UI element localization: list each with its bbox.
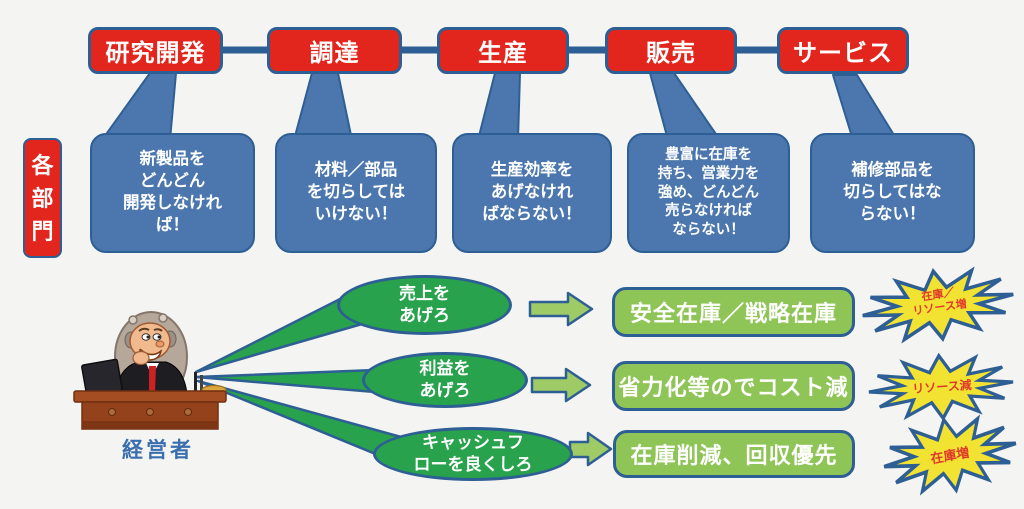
- department-speech-bubble: 補修部品を 切らしてはな らない！: [810, 133, 975, 253]
- bubble-tail: [101, 72, 177, 141]
- department-box-production: 生産: [437, 27, 569, 74]
- demand-ellipse: キャッシュフ ローを良くしろ: [373, 427, 573, 481]
- bubble-tail: [477, 72, 521, 141]
- right-arrow-icon: [528, 291, 594, 327]
- right-arrow-icon: [568, 431, 613, 467]
- consequence-box: 在庫削減、回収優先: [613, 430, 855, 478]
- demand-ellipse: 利益を あげろ: [362, 352, 528, 408]
- bubble-tail: [649, 72, 721, 141]
- department-speech-bubble: 新製品を どんどん 開発しなけれ ば！: [90, 133, 255, 253]
- demand-ellipse: 売上を あげろ: [337, 275, 512, 335]
- department-speech-bubble: 豊富に在庫を 持ち、営業力を 強め、どんどん 売らなければ ならない！: [627, 133, 790, 253]
- consequence-box: 省力化等のでコスト減: [612, 361, 855, 411]
- department-speech-bubble: 材料／部品 を切らしては いけない！: [275, 133, 437, 253]
- department-box-sales: 販売: [605, 27, 737, 74]
- manager-label: 経営者: [122, 439, 194, 462]
- department-box-rnd: 研究開発: [88, 27, 223, 74]
- departments-row-label: 各 部 門: [23, 138, 62, 258]
- department-box-procurement: 調達: [267, 27, 402, 74]
- starburst-shape: [862, 266, 1014, 344]
- department-box-service: サービス: [777, 27, 909, 74]
- consequence-box: 安全在庫／戦略在庫: [612, 287, 855, 337]
- bubble-tail: [832, 74, 898, 141]
- starburst-shape: [883, 414, 1017, 496]
- starburst-shape: [868, 352, 1014, 422]
- manager-illustration: [73, 311, 227, 430]
- bubble-tail: [293, 72, 353, 141]
- right-arrow-icon: [530, 367, 592, 403]
- department-speech-bubble: 生産効率を あげなけれ ばならない！: [452, 133, 612, 253]
